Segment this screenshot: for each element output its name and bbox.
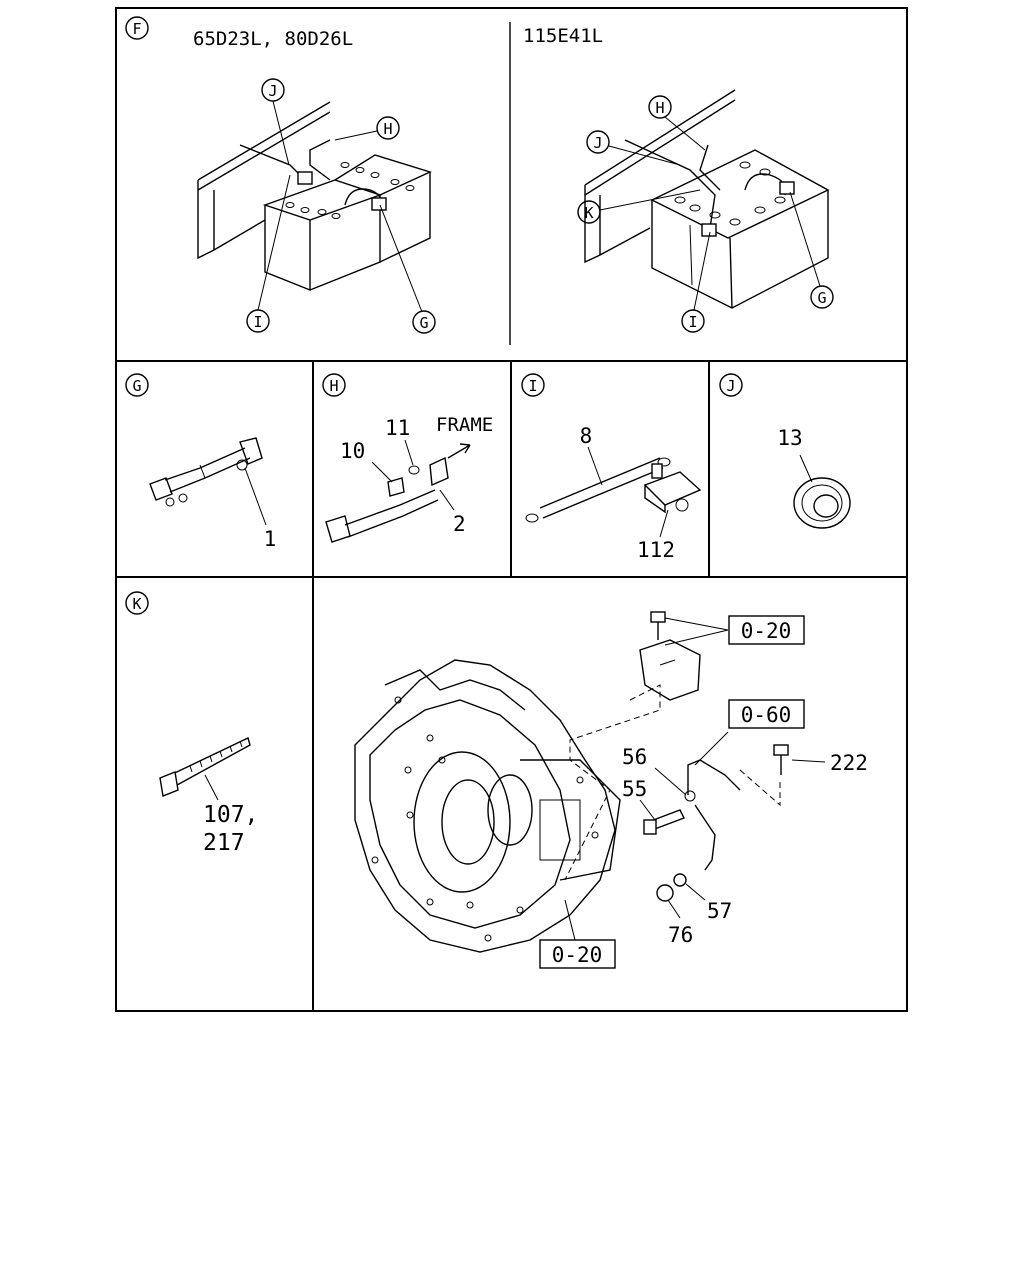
callout-j: J <box>268 82 277 100</box>
panel-f-letter: F <box>132 20 141 38</box>
panel-f-left: F 65D23L, 80D26L J H <box>125 16 436 334</box>
callout-h: H <box>655 99 664 117</box>
part-55: 55 <box>622 777 647 801</box>
panel-k-letter: K <box>132 595 141 613</box>
callout-i: I <box>253 313 262 331</box>
panel-h: H FRAME 10 11 2 <box>322 373 493 543</box>
part-13: 13 <box>777 426 802 450</box>
part-112: 112 <box>637 538 675 562</box>
panel-i-letter: I <box>528 377 537 395</box>
panel-f-right: 115E41L H J K I G <box>523 25 834 333</box>
part-76: 76 <box>668 923 693 947</box>
part-11: 11 <box>385 416 410 440</box>
part-107: 107, <box>203 802 258 828</box>
part-222: 222 <box>830 751 868 775</box>
panel-h-letter: H <box>329 377 338 395</box>
panel-k: K 107, 217 <box>125 591 258 856</box>
ref-0-20-bottom: 0-20 <box>552 943 603 967</box>
part-8: 8 <box>580 424 593 448</box>
frame-note: FRAME <box>436 414 493 436</box>
part-57: 57 <box>707 899 732 923</box>
part-10: 10 <box>340 439 365 463</box>
part-56: 56 <box>622 745 647 769</box>
callout-j: J <box>593 134 602 152</box>
callout-g: G <box>817 289 826 307</box>
panel-f-right-caption: 115E41L <box>523 25 603 47</box>
panel-g-letter: G <box>132 377 141 395</box>
panel-j: J 13 <box>719 373 851 529</box>
part-217: 217 <box>203 830 245 856</box>
panel-j-letter: J <box>726 377 735 395</box>
callout-k: K <box>584 204 593 222</box>
ref-0-20-top: 0-20 <box>741 619 792 643</box>
callout-i: I <box>688 313 697 331</box>
part-1: 1 <box>264 527 277 551</box>
panel-f-left-caption: 65D23L, 80D26L <box>193 28 353 50</box>
part-2: 2 <box>453 512 466 536</box>
panel-grid <box>115 7 908 1012</box>
panel-g: G 1 <box>125 373 277 551</box>
ref-0-60: 0-60 <box>741 703 792 727</box>
callout-h: H <box>383 120 392 138</box>
panel-i: I 8 112 <box>521 373 702 562</box>
callout-g: G <box>419 314 428 332</box>
panel-main: 0-20 0-60 0-20 222 56 55 57 76 <box>354 611 868 969</box>
